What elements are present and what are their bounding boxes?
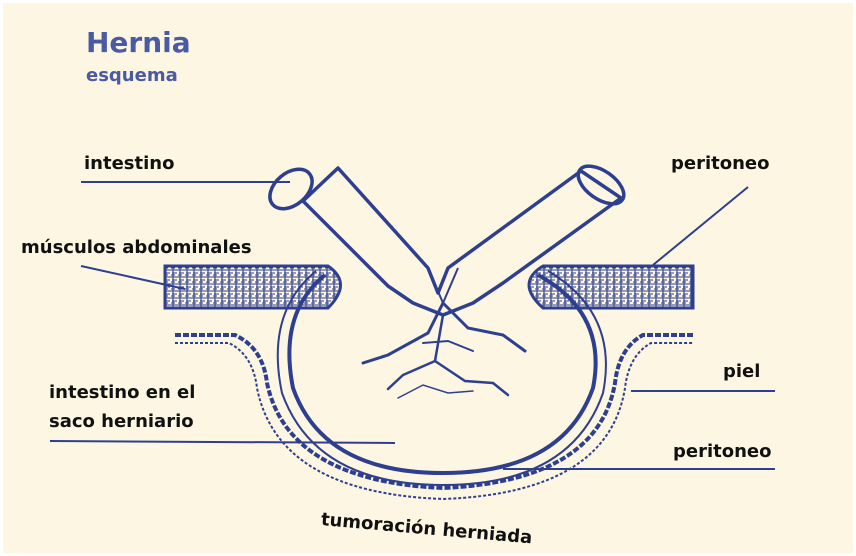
label-peritoneo-bottom: peritoneo	[673, 443, 772, 461]
label-musculos-abdominales: músculos abdominales	[21, 239, 252, 257]
label-intestino-saco-line1: intestino en el	[49, 384, 195, 402]
diagram-frame: Hernia esquema	[3, 3, 853, 553]
herniated-intestine	[363, 303, 525, 398]
hernia-illustration	[3, 3, 853, 553]
label-intestino-saco-line2: saco herniario	[49, 413, 194, 431]
label-peritoneo-top: peritoneo	[671, 155, 770, 173]
label-intestino: intestino	[84, 155, 174, 173]
label-piel: piel	[723, 363, 760, 381]
callout-saco	[50, 441, 395, 443]
callout-peritoneo-top	[653, 187, 748, 265]
